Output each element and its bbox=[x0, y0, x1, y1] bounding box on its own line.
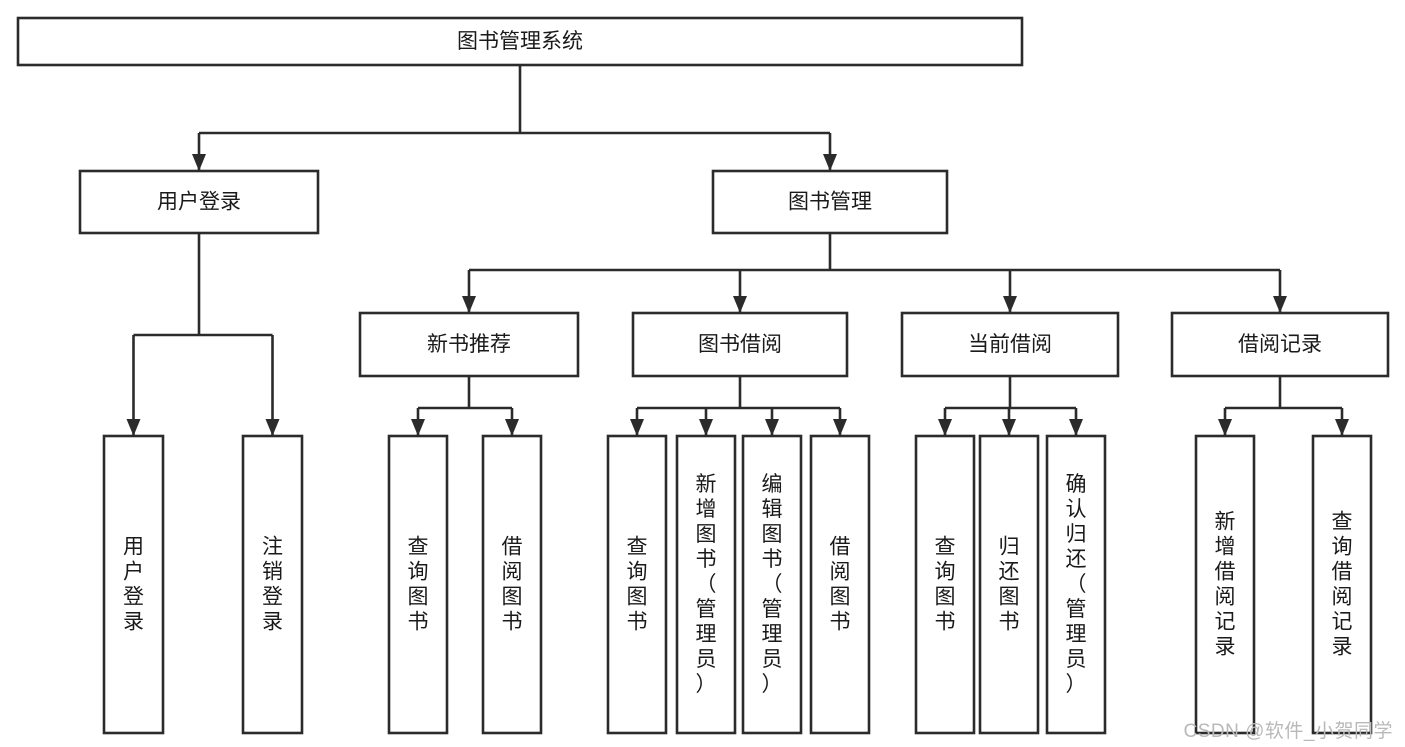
node-label: 当前借阅 bbox=[968, 333, 1052, 356]
arrow-head-icon bbox=[505, 419, 519, 436]
node-box[interactable] bbox=[358, 311, 580, 378]
node-box[interactable] bbox=[900, 311, 1120, 378]
arrow-head-icon bbox=[192, 154, 206, 171]
arrow-head-icon bbox=[833, 419, 847, 436]
node-用户登录[interactable]: 用户登录 bbox=[78, 169, 320, 235]
node-box[interactable] bbox=[102, 434, 165, 735]
node-label: 编辑图书（管理员） bbox=[762, 473, 783, 696]
node-label: 注销登录 bbox=[262, 536, 283, 634]
node-图书借阅[interactable]: 图书借阅 bbox=[631, 311, 849, 378]
arrow-head-icon bbox=[1218, 419, 1232, 436]
node-box[interactable] bbox=[1311, 434, 1373, 735]
node-box[interactable] bbox=[711, 169, 949, 235]
arrow-head-icon bbox=[1069, 419, 1083, 436]
node-借阅图书[interactable]: 借阅图书 bbox=[809, 434, 871, 735]
node-label: 图书管理系统 bbox=[457, 30, 583, 53]
node-归还图书[interactable]: 归还图书 bbox=[978, 434, 1040, 735]
node-box[interactable] bbox=[387, 434, 449, 735]
node-新增图书管理员[interactable]: 新增图书（管理员） bbox=[675, 434, 737, 735]
arrow-head-icon bbox=[823, 154, 837, 171]
node-label: 图书管理 bbox=[788, 191, 872, 214]
node-编辑图书管理员[interactable]: 编辑图书（管理员） bbox=[741, 434, 803, 735]
node-label: 查询图书 bbox=[627, 536, 648, 634]
node-查询图书[interactable]: 查询图书 bbox=[606, 434, 668, 735]
arrow-head-icon bbox=[1003, 296, 1017, 313]
node-box[interactable] bbox=[78, 169, 320, 235]
node-label: 借阅图书 bbox=[502, 536, 523, 634]
arrow-head-icon bbox=[126, 419, 141, 436]
connector-layer bbox=[126, 65, 1349, 436]
node-新增借阅记录[interactable]: 新增借阅记录 bbox=[1194, 434, 1256, 735]
node-新书推荐[interactable]: 新书推荐 bbox=[358, 311, 580, 378]
node-注销登录[interactable]: 注销登录 bbox=[241, 434, 304, 735]
node-label: 新增借阅记录 bbox=[1215, 511, 1236, 659]
node-box[interactable] bbox=[241, 434, 304, 735]
node-box[interactable] bbox=[914, 434, 976, 735]
node-label: 用户登录 bbox=[123, 536, 144, 634]
arrow-head-icon bbox=[1273, 296, 1287, 313]
arrow-head-icon bbox=[1335, 419, 1349, 436]
node-layer: 图书管理系统用户登录图书管理新书推荐图书借阅当前借阅借阅记录用户登录注销登录查询… bbox=[16, 16, 1390, 735]
node-label: 图书借阅 bbox=[698, 333, 782, 356]
arrow-head-icon bbox=[699, 419, 713, 436]
node-用户登录[interactable]: 用户登录 bbox=[102, 434, 165, 735]
node-查询图书[interactable]: 查询图书 bbox=[387, 434, 449, 735]
arrow-head-icon bbox=[938, 419, 952, 436]
node-借阅记录[interactable]: 借阅记录 bbox=[1170, 311, 1390, 378]
node-box[interactable] bbox=[1170, 311, 1390, 378]
node-图书管理[interactable]: 图书管理 bbox=[711, 169, 949, 235]
node-box[interactable] bbox=[16, 16, 1024, 67]
node-label: 查询图书 bbox=[935, 536, 956, 634]
arrow-head-icon bbox=[765, 419, 779, 436]
arrow-head-icon bbox=[630, 419, 644, 436]
node-label: 用户登录 bbox=[157, 191, 241, 214]
arrow-head-icon bbox=[1002, 419, 1016, 436]
node-label: 新增图书（管理员） bbox=[696, 473, 717, 696]
node-查询借阅记录[interactable]: 查询借阅记录 bbox=[1311, 434, 1373, 735]
node-box[interactable] bbox=[978, 434, 1040, 735]
arrow-head-icon bbox=[265, 419, 280, 436]
arrow-head-icon bbox=[411, 419, 425, 436]
node-box[interactable] bbox=[1045, 434, 1107, 735]
arrow-head-icon bbox=[733, 296, 747, 313]
node-box[interactable] bbox=[606, 434, 668, 735]
node-当前借阅[interactable]: 当前借阅 bbox=[900, 311, 1120, 378]
node-确认归还管理员[interactable]: 确认归还（管理员） bbox=[1045, 434, 1107, 735]
arrow-head-icon bbox=[462, 296, 476, 313]
node-查询图书[interactable]: 查询图书 bbox=[914, 434, 976, 735]
node-label: 新书推荐 bbox=[427, 333, 511, 356]
node-box[interactable] bbox=[481, 434, 543, 735]
node-label: 归还图书 bbox=[999, 536, 1020, 634]
node-label: 借阅图书 bbox=[830, 536, 851, 634]
node-label: 查询借阅记录 bbox=[1332, 511, 1353, 659]
node-label: 确认归还（管理员） bbox=[1066, 473, 1087, 696]
node-box[interactable] bbox=[1194, 434, 1256, 735]
node-box[interactable] bbox=[675, 434, 737, 735]
node-box[interactable] bbox=[741, 434, 803, 735]
node-label: 查询图书 bbox=[408, 536, 429, 634]
node-借阅图书[interactable]: 借阅图书 bbox=[481, 434, 543, 735]
node-box[interactable] bbox=[631, 311, 849, 378]
node-图书管理系统[interactable]: 图书管理系统 bbox=[16, 16, 1024, 67]
node-box[interactable] bbox=[809, 434, 871, 735]
node-label: 借阅记录 bbox=[1238, 333, 1322, 356]
csdn-watermark: CSDN @软件_小贺同学 bbox=[1183, 721, 1393, 742]
